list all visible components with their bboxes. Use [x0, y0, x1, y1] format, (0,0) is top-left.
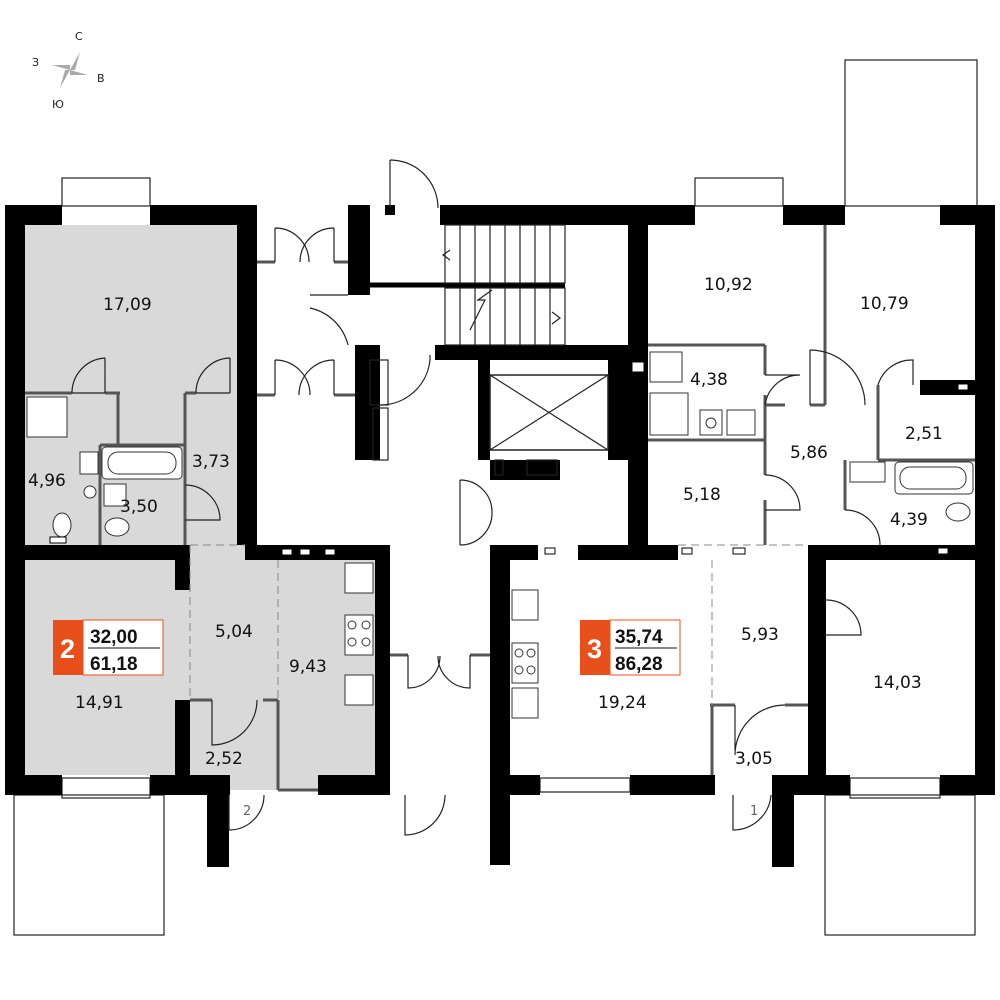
room-label-2-51: 2,51	[905, 424, 943, 444]
apartment-3-living-area: 35,74	[615, 627, 663, 648]
apartment-3-badge-bg	[580, 620, 610, 675]
room-label-9-43: 9,43	[289, 657, 327, 677]
entrance-label-left: 2	[243, 804, 251, 819]
apartment-2-total-area: 61,18	[90, 654, 138, 675]
windows	[49, 361, 969, 556]
room-label-3-50: 3,50	[120, 497, 158, 517]
room-label-14-03: 14,03	[873, 673, 922, 693]
room-label-2-52: 2,52	[205, 749, 243, 769]
room-label-10-79: 10,79	[860, 294, 909, 314]
apartment-3-total-area: 86,28	[615, 654, 663, 675]
room-label-5-18: 5,18	[683, 485, 721, 505]
room-label-4-39: 4,39	[890, 510, 928, 530]
room-label-4-38: 4,38	[690, 370, 728, 390]
apartment-2-badge-bg	[53, 620, 83, 675]
room-label-17-09: 17,09	[103, 295, 152, 315]
room-label-10-92: 10,92	[704, 275, 753, 295]
apartment-2-number: 2	[60, 634, 75, 664]
entrance-label-right: 1	[750, 804, 758, 819]
apartment-2-living-area: 32,00	[90, 627, 138, 648]
apartment-3-badge: 3 35,74 86,28	[580, 619, 681, 676]
room-label-5-04: 5,04	[215, 622, 253, 642]
room-labels: 17,09 4,96 3,50 3,73 14,91 5,04 9,43 2,5…	[28, 275, 943, 769]
compass-icon: С З В Ю	[32, 30, 105, 111]
compass-south: Ю	[52, 98, 64, 111]
partitions	[25, 225, 975, 792]
room-label-3-05: 3,05	[735, 749, 773, 769]
fixtures	[26, 351, 974, 719]
room-label-14-91: 14,91	[75, 693, 124, 713]
room-label-4-96: 4,96	[28, 471, 66, 491]
room-label-5-93: 5,93	[741, 625, 779, 645]
stairwell	[369, 224, 609, 476]
compass-north: С	[75, 30, 83, 43]
compass-west: З	[32, 56, 39, 69]
compass-east: В	[97, 72, 105, 85]
room-label-5-86: 5,86	[790, 443, 828, 463]
apartment-3-number: 3	[587, 634, 602, 664]
walls	[5, 205, 995, 867]
room-label-19-24: 19,24	[598, 693, 647, 713]
apartment-2-badge: 2 32,00 61,18	[53, 619, 164, 676]
zone-lines	[189, 544, 808, 705]
room-label-3-73: 3,73	[192, 452, 230, 472]
doors	[71, 159, 914, 836]
